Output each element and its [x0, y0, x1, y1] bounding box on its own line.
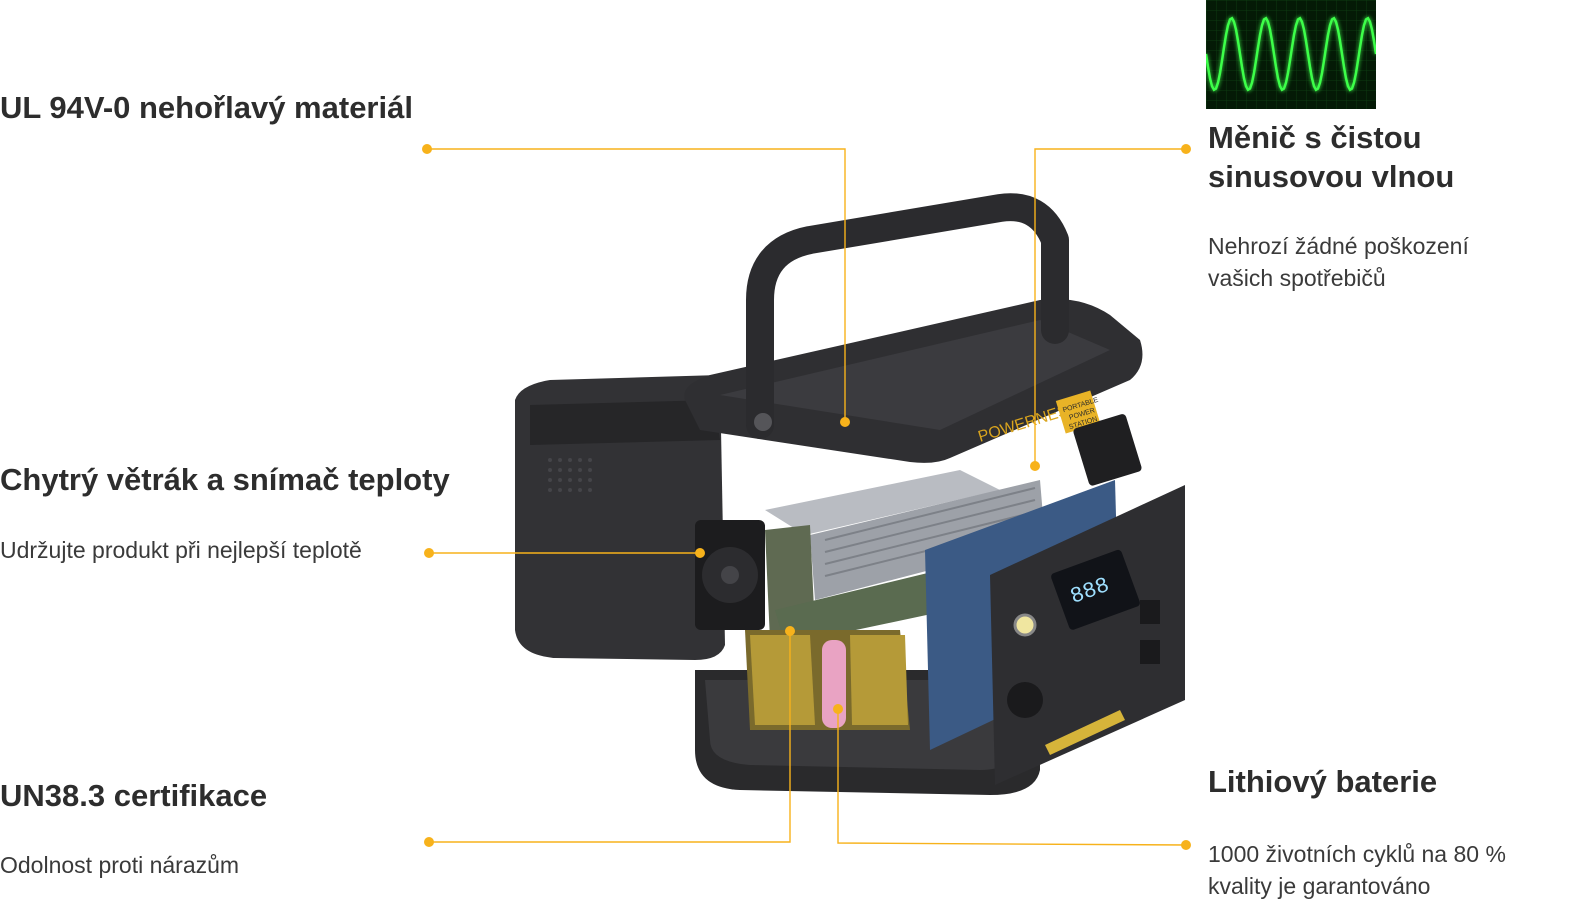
feature-battery-description-line1: 1000 životních cyklů na 80 %: [1208, 841, 1506, 867]
feature-battery-description: 1000 životních cyklů na 80 % kvality je …: [1208, 838, 1568, 902]
feature-inverter-description-line2: vašich spotřebičů: [1208, 265, 1386, 291]
callout-dot-battery: [1181, 840, 1191, 850]
feature-inverter-title-line1: Měnič s čistou: [1208, 120, 1422, 155]
feature-un-title: UN38.3 certifikace: [0, 778, 268, 813]
feature-inverter-description: Nehrozí žádné poškození vašich spotřebič…: [1208, 230, 1548, 294]
power-station-illustration: POWERNESS PORTABLE POWER STATION 888: [515, 193, 1185, 795]
feature-battery-title: Lithiový baterie: [1208, 764, 1438, 799]
feature-battery-description-line2: kvality je garantováno: [1208, 873, 1431, 899]
feature-un-description: Odolnost proti nárazům: [0, 852, 240, 878]
feature-inverter-description-line1: Nehrozí žádné poškození: [1208, 233, 1469, 259]
feature-fan-title: Chytrý větrák a snímač teploty: [0, 462, 450, 497]
feature-inverter-title: Měnič s čistou sinusovou vlnou: [1208, 118, 1548, 196]
feature-fan-description: Udržujte produkt při nejlepší teplotě: [0, 537, 362, 563]
callout-dot-fan: [424, 548, 434, 558]
callout-dot-ul: [422, 144, 432, 154]
feature-ul-title: UL 94V-0 nehořlavý materiál: [0, 90, 413, 125]
callout-dot-inverter: [1181, 144, 1191, 154]
callout-dot-un: [424, 837, 434, 847]
sine-wave-icon: [1206, 0, 1376, 109]
feature-inverter-title-line2: sinusovou vlnou: [1208, 159, 1455, 194]
